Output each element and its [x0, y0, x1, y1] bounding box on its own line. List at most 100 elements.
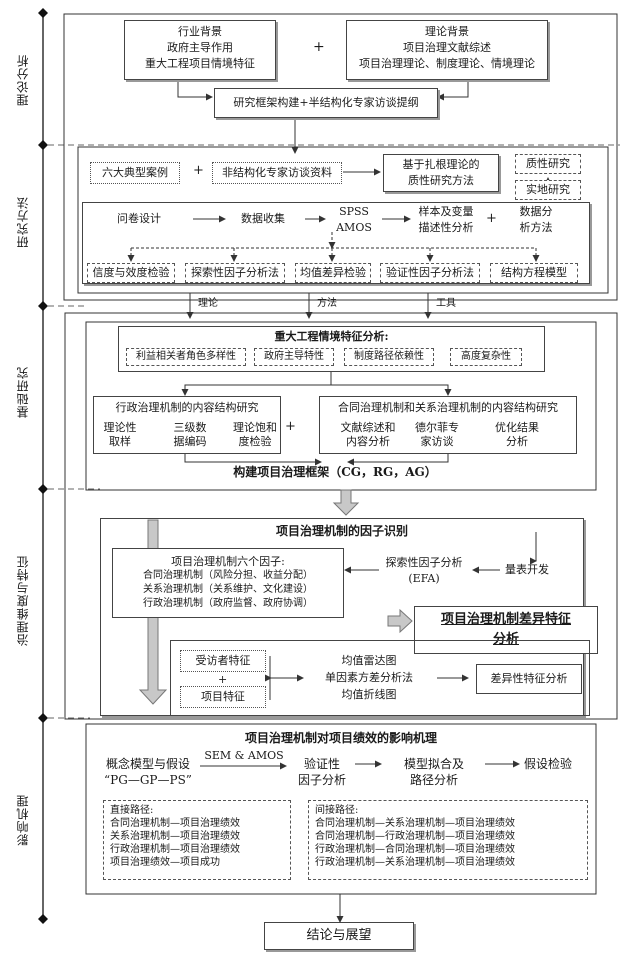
collection-text: 数据收集: [241, 212, 285, 225]
side-label-theory: 理论分析: [16, 54, 30, 106]
feature-2: 政府主导特性: [254, 348, 334, 366]
theory-title: 理论背景: [425, 25, 469, 38]
flow-label-method: 方法: [317, 298, 337, 309]
descriptive-line-2: 描述性分析: [418, 221, 474, 234]
feature-4-text: 高度复杂性: [461, 351, 511, 362]
industry-line-2: 重大工程项目情境特征: [145, 57, 255, 70]
indirect-path-2: 合同治理机制—行政治理机制—项目治理绩效: [315, 831, 515, 842]
feature-4: 高度复杂性: [450, 348, 522, 366]
admin-step1-l2: 取样: [109, 435, 131, 448]
cfa-line-2: 因子分析: [297, 773, 346, 787]
conclusion-box: 结论与展望: [264, 922, 414, 950]
grounded-line-1: 基于扎根理论的: [402, 158, 480, 171]
project-text: 项目特征: [201, 690, 245, 703]
six-factors-title: 项目治理机制六个因子:: [171, 555, 285, 568]
contract-step3-l2: 分析: [506, 435, 528, 448]
field-research-box: 实地研究: [515, 180, 581, 200]
contract-step1-l2: 内容分析: [346, 435, 390, 448]
direct-path-2: 关系治理机制—项目治理绩效: [110, 831, 240, 842]
contract-step1-l1: 文献综述和: [340, 421, 396, 434]
six-factors-box: 项目治理机制六个因子: 合同治理机制（风险分担、收益分配） 关系治理机制（关系维…: [112, 548, 344, 618]
tool-efa: 探索性因子分析法: [185, 263, 285, 283]
cases-text: 六大典型案例: [102, 166, 168, 179]
contract-step3-l1: 优化结果: [495, 421, 539, 434]
tool-cfa-text: 验证性因子分析法: [386, 266, 474, 279]
interviewee-box: 受访者特征: [180, 650, 266, 672]
quantitative-frame: [82, 202, 590, 284]
contract-mechanism-box: 合同治理机制和关系治理机制的内容结构研究 文献综述和 内容分析 德尔菲专 家访谈…: [319, 396, 577, 454]
indirect-title: 间接路径:: [315, 805, 359, 816]
indirect-path-box: 间接路径: 合同治理机制—关系治理机制—项目治理绩效 合同治理机制—行政治理机制…: [308, 800, 588, 880]
diff-frame: [170, 640, 590, 716]
basic-plus: +: [285, 419, 296, 434]
descriptive-line-1: 样本及变量: [418, 205, 474, 218]
field-text: 实地研究: [526, 183, 570, 196]
section-frames: [63, 13, 618, 895]
contract-title: 合同治理机制和关系治理机制的内容结构研究: [338, 401, 558, 414]
tool-reliability-text: 信度与效度检验: [92, 266, 170, 279]
cases-box: 六大典型案例: [90, 162, 180, 184]
admin-step3-l1: 理论饱和: [233, 421, 277, 434]
tool-sem: 结构方程模型: [490, 263, 578, 283]
theory-background-box: 理论背景 项目治理文献综述 项目治理理论、制度理论、情境理论: [346, 20, 548, 80]
method-radar: 均值雷达图: [341, 654, 397, 667]
theory-line-1: 项目治理文献综述: [403, 41, 491, 54]
industry-line-1: 政府主导作用: [167, 41, 233, 54]
indirect-path-4: 行政治理机制—关系治理机制—项目治理绩效: [315, 857, 515, 868]
qualitative-box: 质性研究: [515, 154, 581, 174]
fit-line-2: 路径分析: [409, 773, 458, 787]
tool-reliability: 信度与效度检验: [87, 263, 175, 283]
factor-title: 项目治理机制的因子识别: [275, 524, 408, 538]
timeline-diamonds: [38, 8, 48, 924]
side-label-basic: 基础研究: [16, 366, 30, 418]
project-box: 项目特征: [180, 686, 266, 708]
cfa-line-1: 验证性: [303, 757, 340, 771]
framework-box: 研究框架构建+半结构化专家访谈提纲: [214, 88, 438, 118]
direct-path-4: 项目治理绩效—项目成功: [110, 857, 220, 868]
feature-1-text: 利益相关者角色多样性: [136, 351, 236, 362]
side-label-mechanism: 影响机理: [16, 794, 30, 846]
admin-step1-l1: 理论性: [103, 421, 137, 434]
diff-title-line-2: 分析: [492, 632, 519, 647]
feature-2-text: 政府主导特性: [264, 351, 324, 362]
scale-development: 量表开发: [505, 563, 549, 576]
fit-line-1: 模型拟合及: [403, 757, 464, 771]
section-dividers: [48, 144, 620, 719]
dimension-plus: +: [218, 673, 228, 686]
feature-1: 利益相关者角色多样性: [126, 348, 246, 366]
framework-text: 研究框架构建+半结构化专家访谈提纲: [233, 96, 419, 109]
sem-amos: SEM & AMOS: [204, 749, 284, 762]
diff-title-line-1: 项目治理机制差异特征: [440, 612, 571, 627]
analysis-line-2: 析方法: [519, 221, 553, 234]
admin-step3-l2: 度检验: [238, 435, 272, 448]
diff-analysis-box: 差异性特征分析: [476, 664, 582, 694]
theory-line-2: 项目治理理论、制度理论、情境理论: [359, 57, 535, 70]
admin-title: 行政治理机制的内容结构研究: [115, 401, 259, 414]
indirect-path-3: 行政治理机制—合同治理机制—项目治理绩效: [315, 844, 515, 855]
direct-path-3: 行政治理机制—项目治理绩效: [110, 844, 240, 855]
direct-path-1: 合同治理机制—项目治理绩效: [110, 818, 240, 829]
flow-label-tool: 工具: [436, 298, 456, 309]
interviewee-text: 受访者特征: [195, 654, 251, 667]
industry-title: 行业背景: [178, 25, 222, 38]
feature-3-text: 制度路径依赖性: [354, 351, 424, 362]
contract-step2-l1: 德尔菲专: [415, 421, 459, 434]
spss-text: SPSS: [339, 205, 369, 218]
efa-line-1: 探索性因子分析: [385, 556, 463, 569]
mechanism-title: 项目治理机制对项目绩效的影响机理: [244, 731, 437, 745]
direct-title: 直接路径:: [110, 805, 154, 816]
grounded-theory-box: 基于扎根理论的 质性研究方法: [383, 154, 499, 192]
admin-step2-l2: 据编码: [173, 435, 207, 448]
flow-label-theory: 理论: [198, 298, 218, 309]
side-label-method: 研究方法: [16, 196, 30, 248]
tool-mean-diff-text: 均值差异检验: [300, 266, 366, 279]
amos-text: AMOS: [336, 221, 372, 234]
diff-analysis-text: 差异性特征分析: [490, 672, 568, 685]
tool-mean-diff: 均值差异检验: [295, 263, 371, 283]
direct-path-box: 直接路径: 合同治理机制—项目治理绩效 关系治理机制—项目治理绩效 行政治理机制…: [103, 800, 291, 880]
unstructured-box: 非结构化专家访谈资料: [212, 162, 342, 184]
contract-step2-l2: 家访谈: [420, 435, 454, 448]
tool-efa-text: 探索性因子分析法: [191, 266, 279, 279]
analysis-line-1: 数据分: [519, 205, 553, 218]
feature-3: 制度路径依赖性: [344, 348, 434, 366]
